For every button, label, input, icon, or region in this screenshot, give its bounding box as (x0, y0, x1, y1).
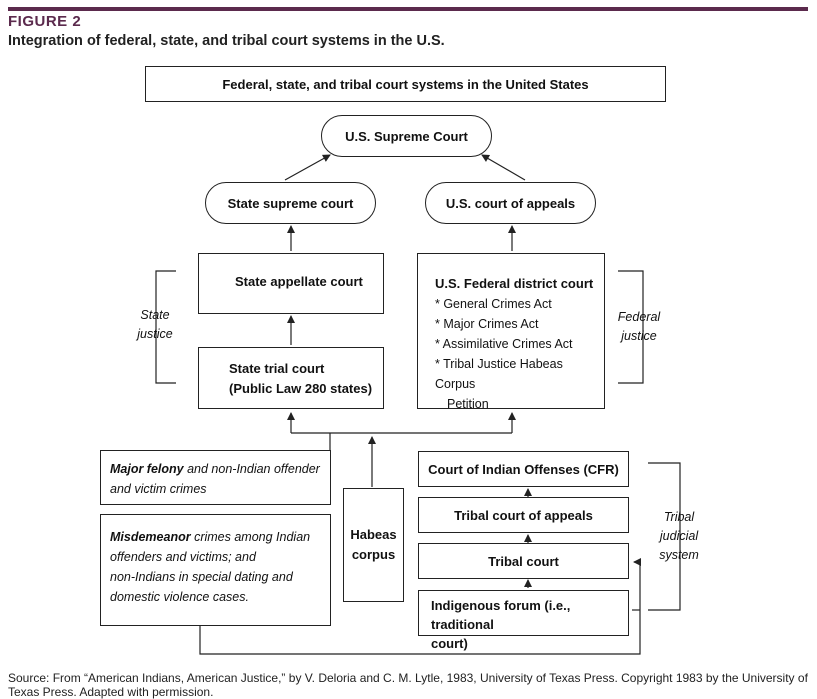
district-item-petition: Petition (447, 397, 489, 411)
major-felony-line2: and victim crimes (110, 482, 207, 496)
district-item-assimilative-crimes: * Assimilative Crimes Act (435, 337, 573, 351)
figure-top-rule (8, 7, 808, 11)
federal-district-court-label: U.S. Federal district court (435, 276, 594, 291)
tribal-court-node: Tribal court (418, 543, 629, 579)
us-supreme-court-label: U.S. Supreme Court (345, 128, 468, 144)
habeas-corpus-box: Habeas corpus (343, 488, 404, 602)
district-item-tribal-justice-habeas: * Tribal Justice Habeas Corpus (435, 357, 563, 391)
district-item-general-crimes: * General Crimes Act (435, 297, 552, 311)
arrow-state-supreme-to-us-supreme (284, 154, 331, 181)
state-supreme-court-label: State supreme court (227, 195, 354, 211)
misdemeanor-line3: non-Indians in special dating and (110, 570, 293, 584)
indigenous-forum-label: Indigenous forum (i.e., traditional (431, 598, 571, 632)
habeas-label-line1: Habeas (350, 527, 397, 542)
misdemeanor-bold: Misdemeanor (110, 530, 191, 544)
tribal-court-label: Tribal court (488, 553, 559, 569)
source-note: Source: From “American Indians, American… (8, 671, 808, 699)
major-felony-box: Major felony and non-Indian offender and… (100, 450, 331, 505)
federal-justice-bracket (618, 270, 644, 384)
state-justice-label-line2: justice (137, 327, 173, 341)
state-justice-label: State justice (132, 306, 178, 344)
header-box: Federal, state, and tribal court systems… (145, 66, 666, 102)
us-supreme-court-node: U.S. Supreme Court (321, 115, 492, 157)
state-justice-label-line1: State (140, 308, 170, 322)
major-felony-rest: and non-Indian offender (183, 462, 320, 476)
court-of-indian-offenses-node: Court of Indian Offenses (CFR) (418, 451, 629, 487)
figure-title: Integration of federal, state, and triba… (8, 33, 445, 49)
major-felony-bold: Major felony (110, 462, 184, 476)
federal-justice-label-line1: Federal (617, 310, 661, 324)
cfr-label: Court of Indian Offenses (CFR) (428, 461, 619, 477)
tribal-court-of-appeals-node: Tribal court of appeals (418, 497, 629, 533)
habeas-label-line2: corpus (351, 547, 396, 562)
misdemeanor-rest: crimes among Indian (190, 530, 311, 544)
indigenous-forum-label-line2: court) (431, 636, 468, 651)
state-trial-court-label: State trial court (229, 361, 325, 376)
misdemeanor-line2: offenders and victims; and (110, 550, 256, 564)
state-supreme-court-node: State supreme court (205, 182, 376, 224)
tribal-label-line3: system (659, 548, 699, 562)
state-appellate-court-node: State appellate court (198, 253, 384, 314)
tribal-judicial-system-label: Tribal judicial system (650, 508, 708, 565)
us-court-of-appeals-label: U.S. court of appeals (445, 195, 576, 211)
tribal-appeals-label: Tribal court of appeals (454, 507, 593, 523)
federal-district-court-node: U.S. Federal district court * General Cr… (417, 253, 605, 411)
federal-justice-label-line2: justice (621, 329, 657, 343)
misdemeanor-to-tribal-court-line (199, 558, 641, 655)
arrow-appeals-to-us-supreme (481, 154, 526, 181)
misdemeanor-box: Misdemeanor crimes among Indian offender… (100, 514, 331, 626)
us-court-of-appeals-node: U.S. court of appeals (425, 182, 596, 224)
federal-justice-label: Federal justice (614, 308, 664, 346)
state-justice-bracket (155, 270, 176, 384)
tribal-system-bracket (648, 462, 681, 611)
indigenous-forum-node: Indigenous forum (i.e., traditional cour… (418, 590, 629, 651)
header-box-text: Federal, state, and tribal court systems… (222, 76, 589, 92)
district-item-major-crimes: * Major Crimes Act (435, 317, 539, 331)
state-trial-court-sublabel: (Public Law 280 states) (229, 381, 373, 396)
misdemeanor-line4: domestic violence cases. (110, 590, 249, 604)
tribal-label-line1: Tribal (663, 510, 695, 524)
tribal-label-line2: judicial (659, 529, 699, 543)
state-appellate-court-label: State appellate court (235, 274, 363, 289)
figure-label: FIGURE 2 (8, 13, 82, 30)
state-trial-court-node: State trial court (Public Law 280 states… (198, 347, 384, 409)
